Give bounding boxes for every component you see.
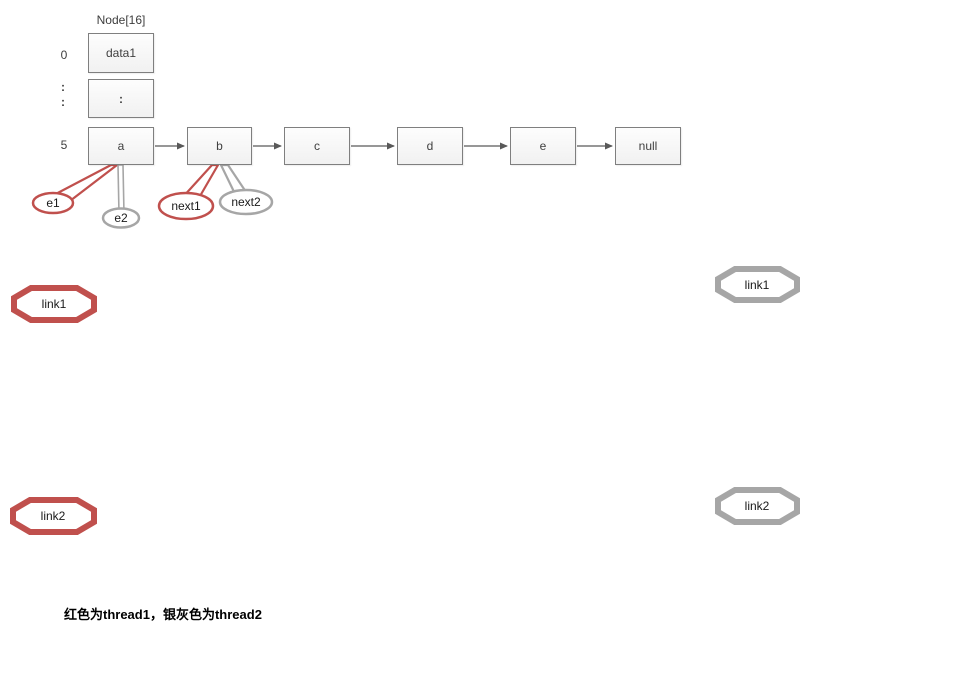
callout-e2-tail (117, 164, 125, 215)
array-cell-data1: data1 (88, 33, 154, 73)
node-null: null (615, 127, 681, 165)
node-a: a (88, 127, 154, 165)
legend-text: 红色为thread1，银灰色为thread2 (64, 607, 262, 622)
link1-thread1-label: link1 (41, 297, 67, 311)
link2-thread1-label: link2 (40, 509, 66, 523)
link2-thread2-label: link2 (744, 499, 770, 513)
callout-e1-ellipse (31, 191, 75, 215)
index-dots-bottom: : (61, 95, 65, 109)
callout-e2-label: e2 (114, 211, 128, 225)
octagon-link2-thread1 (10, 497, 97, 535)
node-e: e (510, 127, 576, 165)
index-dots-top: : (61, 80, 65, 94)
callout-next2-ellipse (218, 188, 274, 216)
octagon-link2-thread2 (715, 487, 800, 525)
node-c: c (284, 127, 350, 165)
node-d: d (397, 127, 463, 165)
callout-next1-ellipse (157, 191, 215, 221)
octagon-link1-thread2 (715, 266, 800, 303)
callout-e1-label: e1 (46, 196, 60, 210)
callout-e2-ellipse (101, 207, 141, 229)
node-b: b (187, 127, 252, 165)
index-label-5: 5 (60, 138, 68, 152)
index-label-0: 0 (60, 48, 68, 62)
callout-next1-label: next1 (171, 199, 201, 213)
array-title: Node[16] (96, 13, 146, 27)
octagon-link1-thread1 (11, 285, 97, 323)
callout-next2-label: next2 (231, 195, 261, 209)
link1-thread2-label: link1 (744, 278, 770, 292)
array-cell-dots: : (88, 79, 154, 118)
